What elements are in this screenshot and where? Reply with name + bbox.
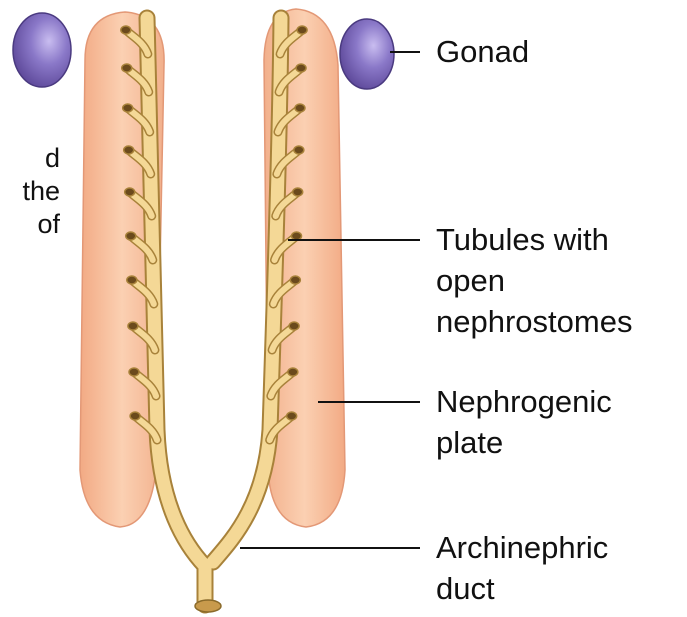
tubules-label-line-1: Tubules with [436, 222, 609, 258]
archinephric-duct-label-line-2: duct [436, 571, 495, 607]
nephrostome-left-5 [125, 188, 135, 196]
nephrostome-right-1 [297, 26, 307, 34]
cut-off-caption-line-2: the [0, 175, 60, 208]
nephrogenic-plate-label-line-1: Nephrogenic [436, 384, 612, 420]
nephrostome-left-3 [123, 104, 133, 112]
gonad-label: Gonad [436, 34, 529, 70]
nephrostome-right-2 [296, 64, 306, 72]
nephrostome-right-6 [292, 232, 302, 240]
duct-opening [195, 600, 221, 612]
right-gonad [340, 19, 394, 89]
nephrostome-left-1 [121, 26, 131, 34]
nephrostome-left-6 [126, 232, 136, 240]
tubules-label-line-3: nephrostomes [436, 304, 632, 340]
nephrostome-right-10 [287, 412, 297, 420]
nephrostome-right-9 [288, 368, 298, 376]
nephrostome-right-8 [289, 322, 299, 330]
nephrostome-left-7 [127, 276, 137, 284]
nephrogenic-plate-label-line-2: plate [436, 425, 503, 461]
nephrostome-left-8 [128, 322, 138, 330]
nephrostome-left-4 [124, 146, 134, 154]
nephrostome-right-3 [295, 104, 305, 112]
archinephric-duct [147, 18, 281, 605]
cut-off-caption-line-1: d [0, 142, 60, 175]
nephrostome-right-4 [294, 146, 304, 154]
archinephric-duct-label-line-1: Archinephric [436, 530, 608, 566]
left-gonad [13, 13, 71, 87]
nephrostome-left-2 [122, 64, 132, 72]
nephrostome-right-7 [290, 276, 300, 284]
nephrostome-right-5 [293, 188, 303, 196]
nephrostome-left-10 [130, 412, 140, 420]
cut-off-caption: d the of [0, 142, 60, 241]
tubules-label-line-2: open [436, 263, 505, 299]
cut-off-caption-line-3: of [0, 208, 60, 241]
nephrostome-left-9 [129, 368, 139, 376]
